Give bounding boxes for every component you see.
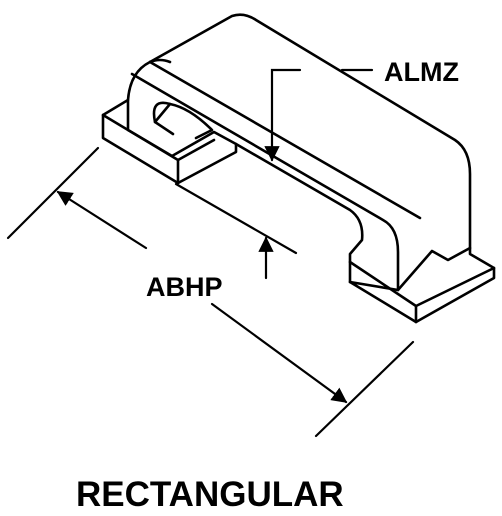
bridge-top-back-edge	[148, 13, 472, 250]
bridge-lower-edge	[234, 142, 364, 284]
abhp-label: ABHP	[146, 272, 223, 302]
abhp-right-extension-line	[314, 340, 415, 438]
right-pad-front-edge	[348, 260, 418, 324]
almz-label: ALMZ	[384, 57, 459, 87]
left-pad-top-edge	[101, 113, 180, 185]
almz-dimension: ALMZ	[174, 57, 459, 280]
right-pad-outline	[348, 246, 496, 324]
almz-extension-line	[174, 182, 298, 255]
bridge-inner-front-edge	[130, 72, 400, 292]
arch-slot-opening	[152, 101, 214, 140]
slot-floor	[153, 102, 175, 136]
abhp-dimension-line-left	[56, 190, 148, 250]
right-pad-top-edge	[414, 266, 496, 308]
bridge-top-front-edge	[148, 60, 422, 220]
left-pad-inner-edge	[176, 138, 216, 162]
abhp-dimension-line-right	[210, 302, 348, 404]
abhp-dimension: ABHP	[6, 146, 415, 438]
left-pad-outline	[101, 98, 238, 185]
arch-left-face	[126, 58, 172, 102]
figure-caption: RECTANGULAR	[76, 475, 344, 514]
almz-leader-line	[264, 68, 302, 162]
abhp-left-extension-line	[6, 146, 100, 240]
bracket-part	[101, 13, 496, 324]
